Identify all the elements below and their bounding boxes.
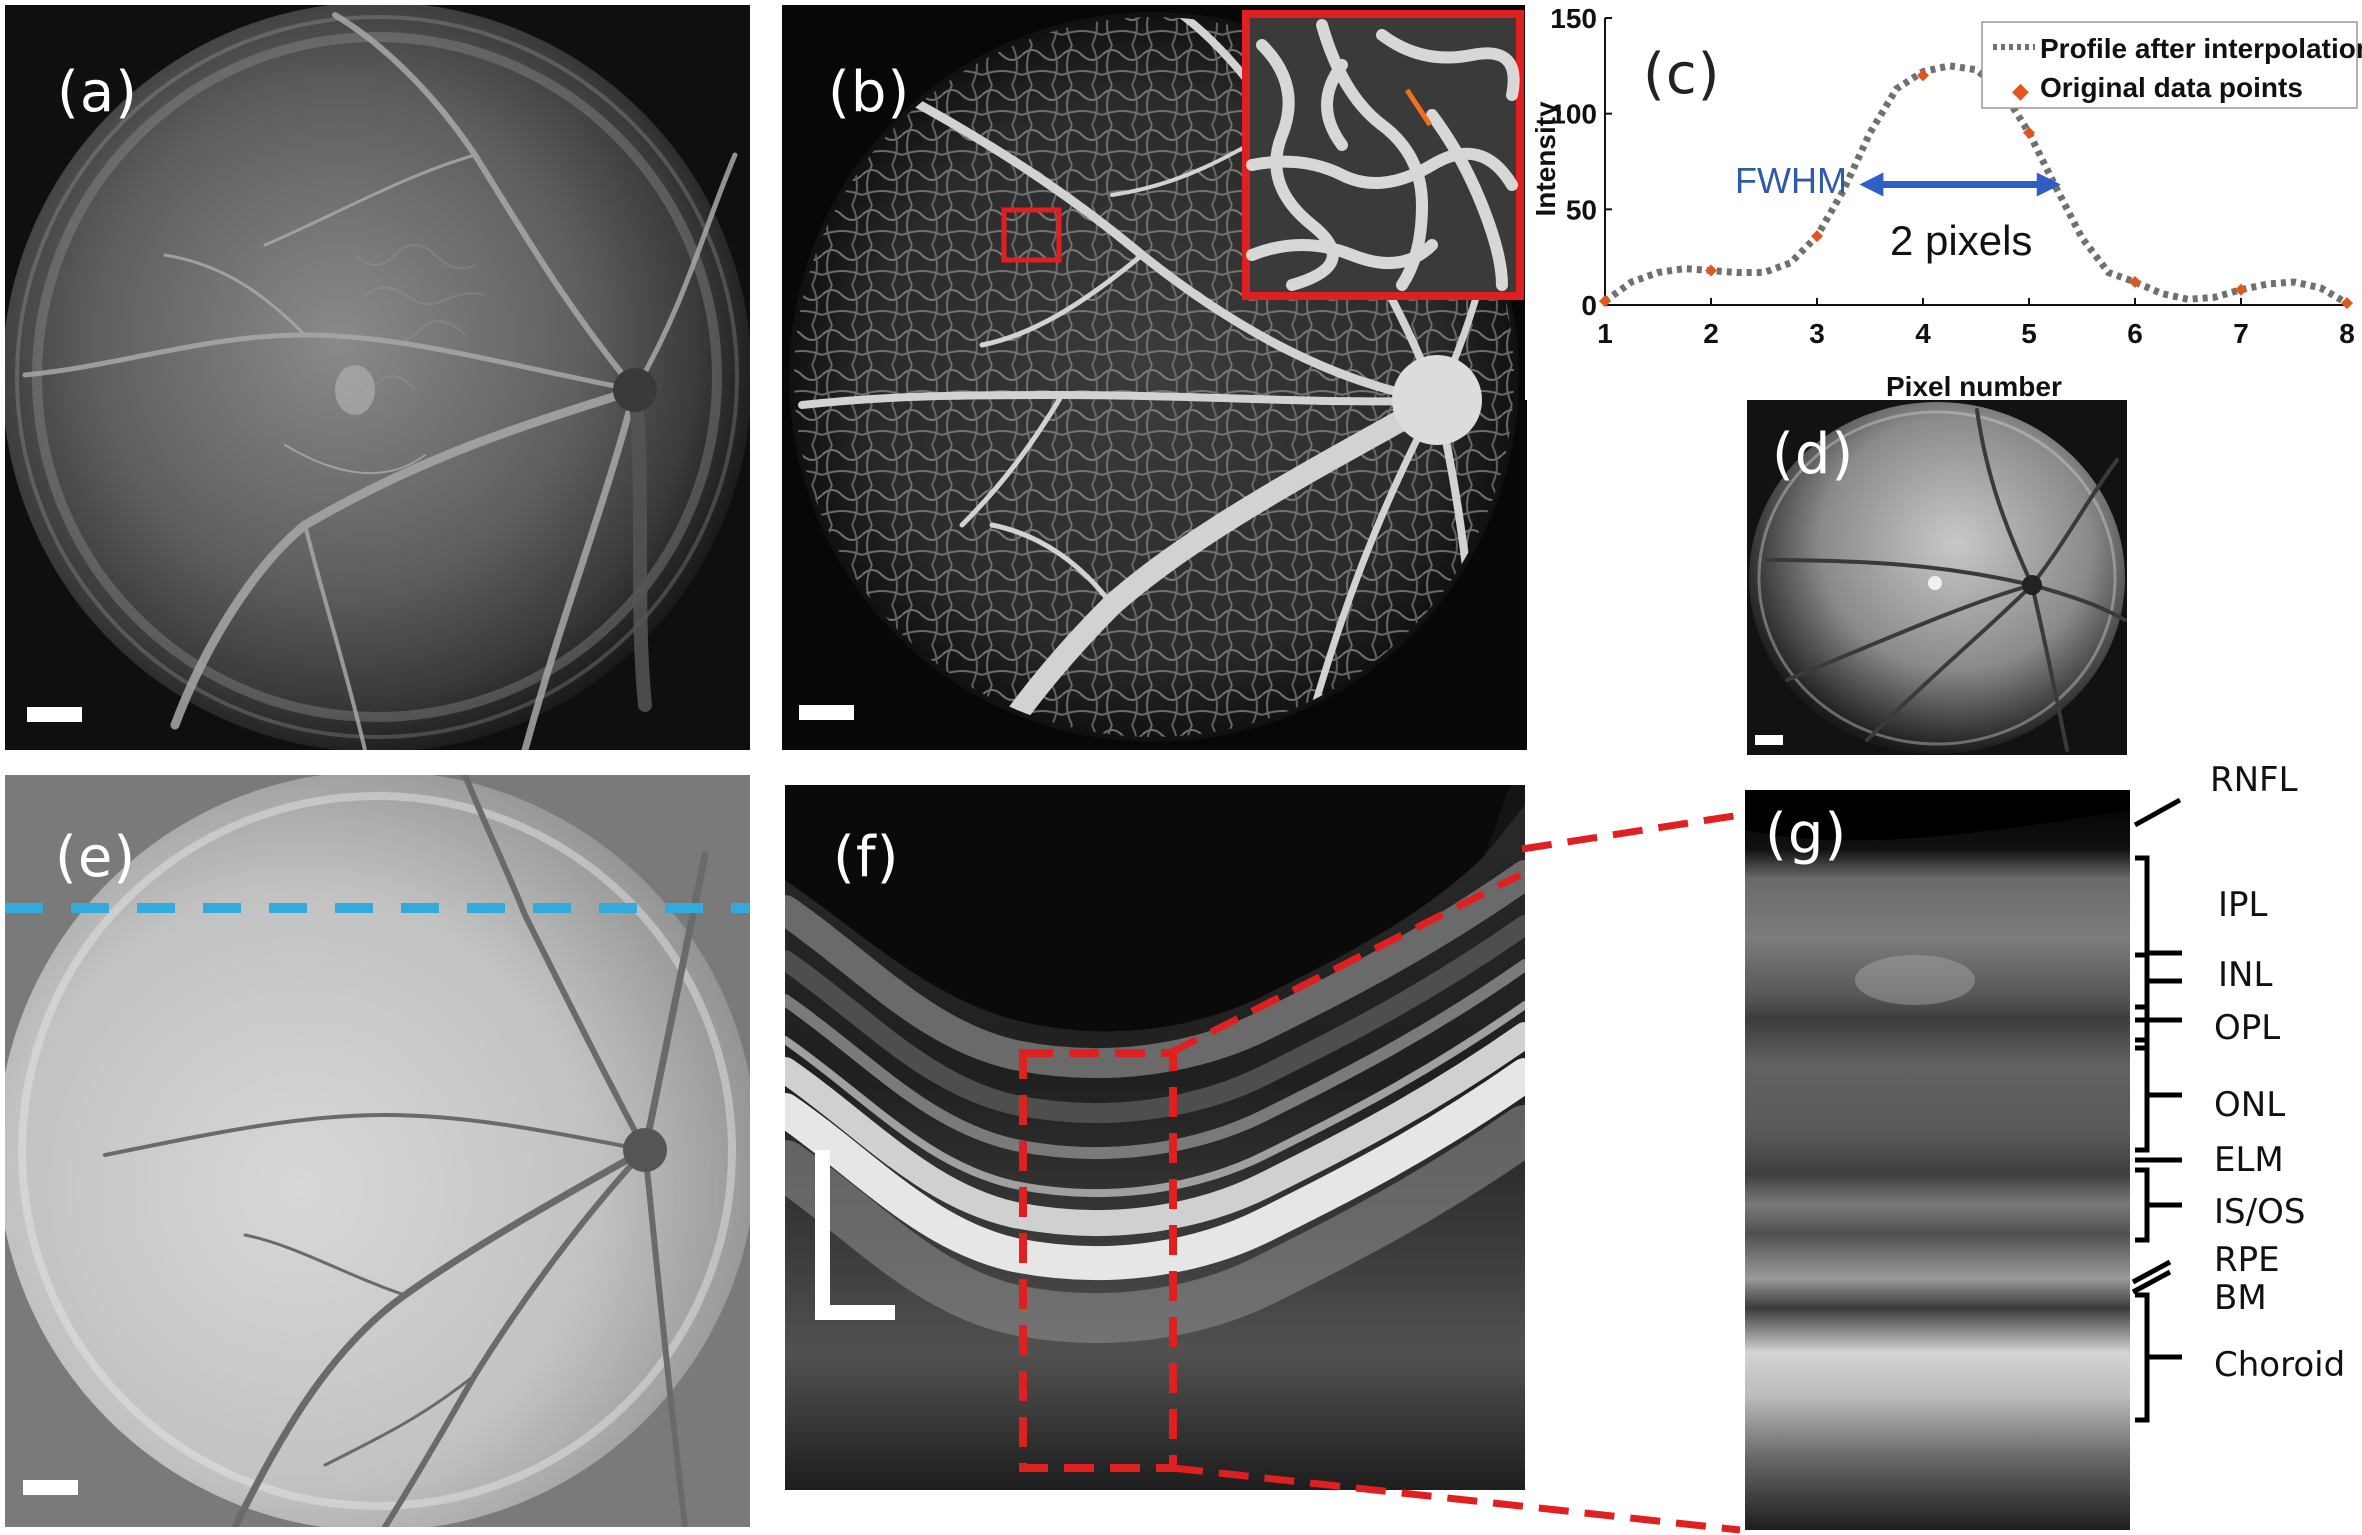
series-original-data-point: [1705, 264, 1717, 277]
chart-x-tick-label: 6: [2127, 318, 2143, 349]
layer-label-choroid: Choroid: [2214, 1345, 2346, 1385]
zoom-connector-top: [1168, 871, 1522, 1057]
series-original-data-point: [1917, 69, 1929, 82]
panel-b-scale-bar: [799, 705, 854, 720]
fwhm-arrowhead-left: [1859, 172, 1884, 197]
chart-x-tick-label: 8: [2339, 318, 2355, 349]
series-original-data-point: [2341, 297, 2353, 310]
chart-y-tick-label: 100: [1550, 99, 1597, 130]
panel-a-scale-bar: [27, 707, 82, 722]
panel-f-scale-bar-vertical: [815, 1150, 830, 1320]
series-original-data-point: [1811, 230, 1823, 243]
chart-y-axis-label: Intensity: [1530, 101, 1561, 217]
panel-f-zoom-box: [1019, 1049, 1177, 1472]
panel-a-fundus-angiogram: (a): [5, 5, 750, 750]
panel-g-label: (g): [1765, 802, 1848, 867]
layer-label-opl: OPL: [2214, 1008, 2281, 1048]
series-original-data-point: [2129, 276, 2141, 289]
panel-f-scale-bar-horizontal: [815, 1305, 895, 1320]
fwhm-arrowhead-right: [2036, 172, 2061, 197]
layer-label-isos: IS/OS: [2214, 1192, 2306, 1232]
chart-y-tick-label: 150: [1550, 3, 1597, 34]
legend-label-original: Original data points: [2040, 72, 2303, 103]
panel-b-label: (b): [828, 60, 911, 125]
series-original-data-point: [1599, 295, 1611, 308]
panel-e-scale-bar: [23, 1480, 78, 1495]
chart-y-tick-label: 0: [1581, 290, 1597, 321]
layer-label-elm: ELM: [2214, 1140, 2284, 1180]
panel-e-label: (e): [55, 825, 137, 890]
layer-label-inl: INL: [2218, 955, 2273, 995]
chart-y-tick-label: 50: [1566, 194, 1597, 225]
layer-label-ipl: IPL: [2218, 885, 2268, 925]
chart-x-tick-label: 5: [2021, 318, 2037, 349]
chart-x-axis-label: Pixel number: [1886, 371, 2062, 400]
layer-label-rpe: RPE: [2214, 1240, 2280, 1280]
layer-brackets: [2131, 797, 2182, 1423]
series-original-data-point: [2235, 283, 2247, 296]
panel-f-oct-bscan: (f): [785, 785, 1525, 1490]
panel-b-inset: [1242, 10, 1524, 300]
chart-x-tick-label: 3: [1809, 318, 1825, 349]
panel-b-zoom-box: [1001, 207, 1062, 263]
chart-x-tick-label: 2: [1703, 318, 1719, 349]
panel-c-fwhm-chart: 1 2 3 4 5 6 7 8 0 50 100 150 Profile after interpol…: [1525, 0, 2362, 400]
panel-d-label: (d): [1772, 422, 1855, 487]
panel-c-label: (c): [1643, 42, 1721, 107]
panel-d-fundus: (d): [1747, 400, 2127, 755]
fwhm-width-label: 2 pixels: [1890, 217, 2032, 264]
layer-label-onl: ONL: [2214, 1085, 2286, 1125]
layer-label-rnfl: RNFL: [2210, 760, 2298, 800]
chart-x-tick-label: 4: [1915, 318, 1931, 349]
chart-x-tick-label: 7: [2233, 318, 2249, 349]
zoom-connector-bottom: [1172, 1464, 1741, 1534]
panel-a-label: (a): [57, 60, 139, 125]
chart-legend: Profile after interpolation ◆ Original d…: [1981, 21, 2362, 109]
legend-marker-original: ◆: [2012, 79, 2029, 104]
series-original-data-point: [2023, 126, 2035, 139]
legend-label-interpolation: Profile after interpolation: [2040, 33, 2362, 64]
fwhm-chart-svg: 1 2 3 4 5 6 7 8 0 50 100 150 Profile after interpol…: [1525, 0, 2362, 400]
panel-e-fundus: (e): [5, 775, 750, 1527]
panel-g-retinal-layers: (g): [1745, 790, 2130, 1530]
chart-x-tick-label: 1: [1597, 318, 1613, 349]
panel-d-scale-bar: [1755, 735, 1783, 745]
series-profile-after-interpolation: [1602, 62, 2349, 307]
fwhm-label: FWHM: [1735, 160, 1847, 201]
panel-f-label: (f): [833, 825, 900, 890]
panel-b-angiogram-zoomed: (b): [782, 5, 1527, 750]
layer-label-bm: BM: [2214, 1278, 2267, 1318]
